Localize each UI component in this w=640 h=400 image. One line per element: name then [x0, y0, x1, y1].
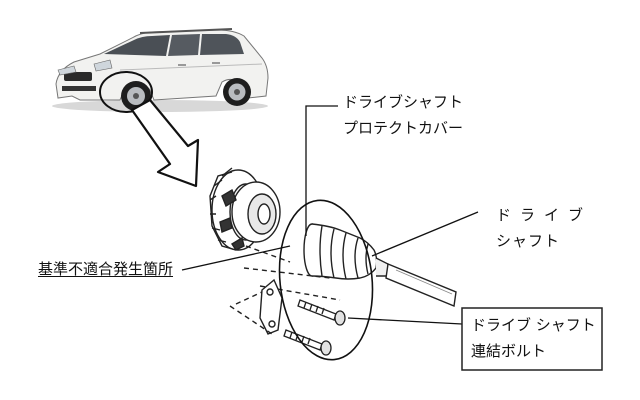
leader-lines [181, 105, 479, 325]
bolt-label-line1: ドライブ シャフト [471, 316, 596, 334]
connecting-bolt-lower [283, 329, 332, 356]
defect-location-label: 基準不適合発生箇所 [38, 260, 174, 278]
wheel-highlight-circle [99, 71, 153, 113]
drive-shaft [385, 263, 457, 307]
defect-highlight-ellipse [278, 199, 374, 361]
drive-shaft-label-line1: ドライブ [496, 206, 593, 224]
flange-plate [229, 278, 283, 335]
pointer-arrow [130, 98, 200, 188]
drive-shaft-label-line2: シャフト [496, 232, 561, 250]
protect-cover-boot [303, 223, 389, 280]
protect-cover-label-line1: ドライブシャフト [343, 93, 464, 111]
bolt-label-line2: 連結ボルト [471, 342, 547, 360]
bolt-label-box [461, 307, 603, 371]
connecting-bolt-upper [297, 299, 346, 326]
protect-cover-label-line2: プロテクトカバー [343, 119, 464, 137]
station-wagon-illustration [52, 28, 269, 113]
